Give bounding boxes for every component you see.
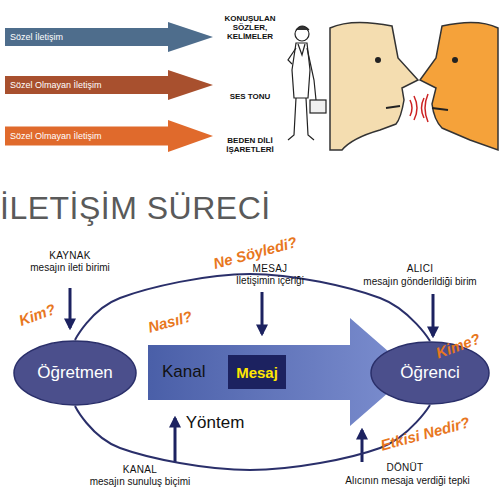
- process-ring: [75, 405, 430, 470]
- man-illustration: [288, 26, 326, 140]
- nonverbal-arrow: Sözel Olmayan İletişim: [5, 120, 213, 152]
- node-text: Sözel İletişim: [10, 32, 63, 42]
- target-label: BEDEN DİLİ İŞARETLERİ: [205, 136, 295, 154]
- sound-wave: [414, 96, 417, 120]
- faces-illustration: [330, 22, 498, 150]
- arrow-shape: [5, 120, 213, 152]
- question-label: Etkisi Nedir?: [365, 410, 485, 457]
- left-eye: [375, 57, 381, 63]
- role-heading: MESAJ: [215, 263, 325, 274]
- left-face: [330, 22, 418, 150]
- question-label: Kim?: [11, 298, 64, 331]
- right-eye: [452, 57, 458, 63]
- ellipse-shape: [371, 342, 489, 404]
- node-text: Öğrenci: [400, 363, 460, 383]
- role-description: mesajın sunuluş biçimi: [65, 476, 215, 487]
- sound-wave: [410, 100, 412, 116]
- ellipse-shape: [14, 341, 136, 405]
- man-head: [295, 27, 309, 41]
- role-description: mesajın ileti birimi: [5, 262, 135, 273]
- role-description: İletişimin içeriği: [205, 275, 335, 286]
- sound-wave: [422, 98, 425, 118]
- role-heading: ALICI: [365, 263, 475, 274]
- leader-arrow: [261, 292, 264, 334]
- arrow-shape: [5, 70, 213, 100]
- briefcase: [310, 100, 326, 113]
- node-text: Sözel Olmayan İletişim: [10, 131, 102, 141]
- source-ellipse: Öğretmen: [13, 340, 137, 406]
- left-mouth: [386, 106, 400, 108]
- role-heading: DÖNÜT: [355, 462, 455, 473]
- node-text: Kanal: [162, 362, 205, 382]
- role-heading: KANAL: [90, 464, 190, 475]
- question-label: Nasıl?: [139, 306, 201, 338]
- node-text: Mesaj: [236, 364, 278, 381]
- section-title: İLETİŞİM SÜRECİ: [0, 190, 271, 227]
- arrow-shape: [5, 22, 213, 52]
- leader-arrow: [174, 418, 177, 462]
- node-text: Öğretmen: [37, 363, 113, 383]
- nonverbal-arrow: Sözel Olmayan İletişim: [5, 70, 213, 100]
- leader-arrow: [69, 288, 72, 328]
- receiver-ellipse: Öğrenci: [370, 341, 490, 405]
- leader-arrow: [432, 294, 435, 336]
- right-mouth: [432, 108, 448, 110]
- target-label: SES TONU: [210, 92, 290, 101]
- method-label: Yöntem: [170, 413, 260, 433]
- right-face: [420, 22, 498, 150]
- role-heading: KAYNAK: [20, 250, 120, 261]
- verbal-arrow: Sözel İletişim: [5, 22, 213, 52]
- message-box: Mesaj: [228, 355, 286, 389]
- role-description: mesajın gönderildiği birim: [345, 276, 495, 287]
- man-hair: [296, 26, 309, 30]
- leader-arrow: [361, 430, 364, 462]
- man-arm: [288, 48, 296, 64]
- node-text: Sözel Olmayan İletişim: [10, 80, 102, 90]
- man-leg: [288, 98, 296, 140]
- role-description: Alıcının mesaja verdiği tepki: [320, 475, 495, 486]
- man-tie: [298, 44, 305, 55]
- man-arm: [307, 48, 316, 100]
- sound-wave: [425, 94, 428, 122]
- target-label: KONUŞULAN SÖZLER, KELİMELER: [210, 14, 290, 41]
